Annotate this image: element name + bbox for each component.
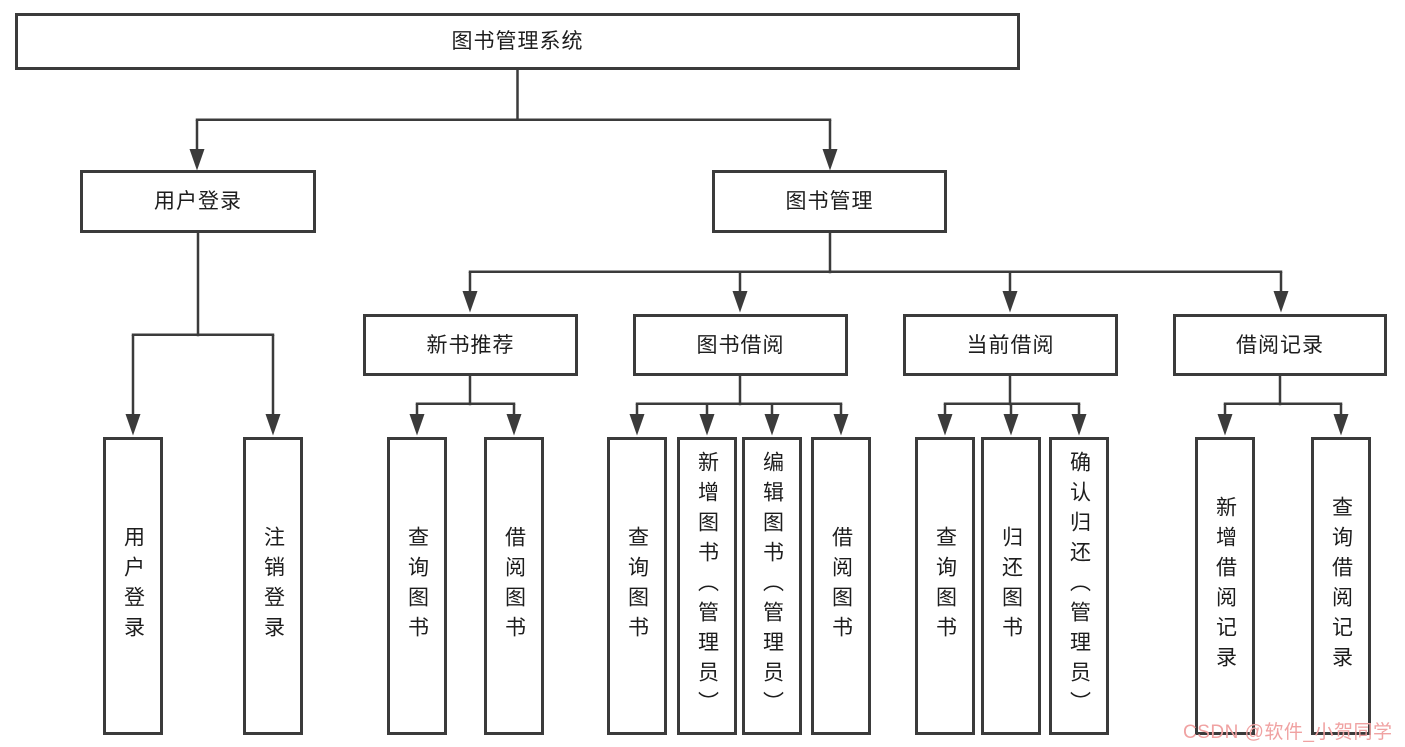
leaf-label: 归还图书 (999, 526, 1023, 646)
leaf-borrow-books: 借阅图书 (484, 437, 544, 735)
node-borrow-records: 借阅记录 (1173, 314, 1387, 376)
csdn-watermark: CSDN @软件_小贺同学 (1183, 722, 1393, 743)
node-label: 当前借阅 (966, 333, 1055, 357)
node-book-borrow: 图书借阅 (633, 314, 848, 376)
node-book-management: 图书管理 (712, 170, 947, 233)
leaf-query-borrow-record: 查询借阅记录 (1311, 437, 1371, 735)
leaf-query-books: 查询图书 (387, 437, 447, 735)
node-label: 图书管理系统 (451, 30, 584, 53)
leaf-borrow-books: 借阅图书 (811, 437, 871, 735)
leaf-add-borrow-record: 新增借阅记录 (1195, 437, 1255, 735)
leaf-label: 查询图书 (625, 526, 649, 646)
leaf-edit-books-admin: 编辑图书（管理员） (742, 437, 802, 735)
node-label: 借阅记录 (1236, 333, 1324, 357)
leaf-add-books-admin: 新增图书（管理员） (677, 437, 737, 735)
leaf-user-login: 用户登录 (103, 437, 163, 735)
leaf-label: 用户登录 (121, 526, 145, 646)
leaf-label: 新增图书（管理员） (695, 451, 719, 721)
node-current-borrow: 当前借阅 (903, 314, 1118, 376)
leaf-confirm-return-admin: 确认归还（管理员） (1049, 437, 1109, 735)
leaf-logout: 注销登录 (243, 437, 303, 735)
node-label: 新书推荐 (426, 333, 515, 357)
leaf-label: 借阅图书 (502, 526, 526, 646)
node-new-book-recommend: 新书推荐 (363, 314, 578, 376)
leaf-label: 借阅图书 (829, 526, 853, 646)
leaf-label: 编辑图书（管理员） (760, 451, 784, 721)
node-root-system: 图书管理系统 (15, 13, 1020, 70)
node-user-login: 用户登录 (80, 170, 316, 233)
leaf-label: 查询借阅记录 (1329, 496, 1353, 676)
leaf-query-books: 查询图书 (915, 437, 975, 735)
leaf-query-books: 查询图书 (607, 437, 667, 735)
arrowheads (125, 149, 1349, 436)
leaf-label: 注销登录 (261, 526, 285, 646)
node-label: 图书借阅 (696, 333, 785, 357)
leaf-label: 查询图书 (405, 526, 429, 646)
node-label: 用户登录 (154, 190, 242, 213)
leaf-return-books: 归还图书 (981, 437, 1041, 735)
leaf-label: 查询图书 (933, 526, 957, 646)
leaf-label: 新增借阅记录 (1213, 496, 1237, 676)
node-label: 图书管理 (785, 190, 874, 213)
leaf-label: 确认归还（管理员） (1067, 451, 1091, 721)
